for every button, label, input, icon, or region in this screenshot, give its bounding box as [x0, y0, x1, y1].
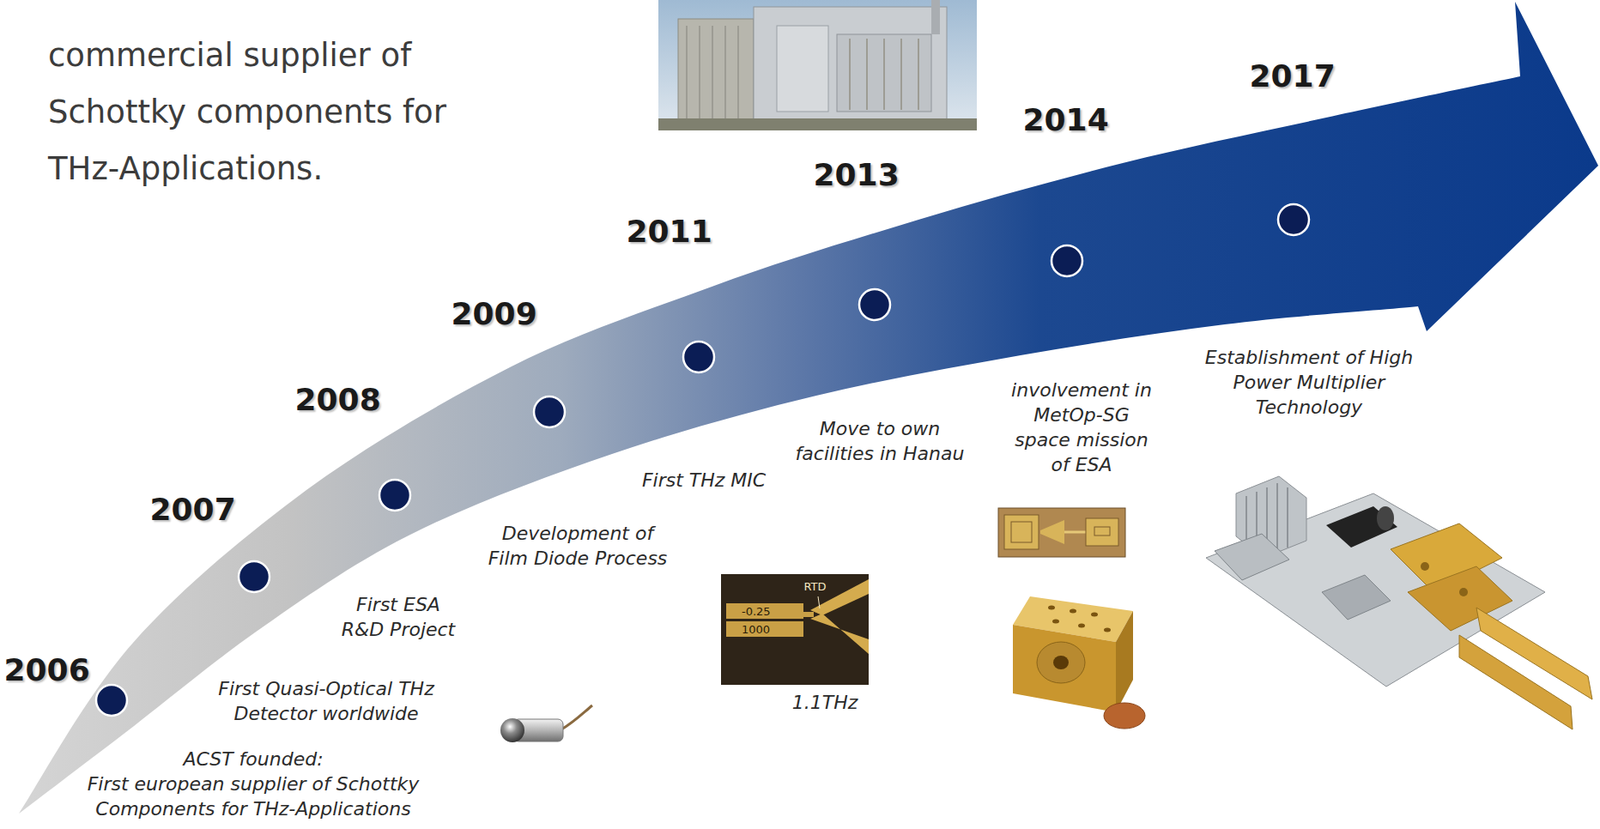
- block-front: [1012, 624, 1116, 713]
- milestone-dot: [859, 289, 891, 321]
- chip-pad-mark: [1094, 527, 1110, 536]
- photo-sky: [658, 0, 977, 131]
- milestone-text: involvement in MetOp-SG space mission of…: [1006, 377, 1158, 478]
- building-photo: [658, 0, 977, 131]
- milestone-text: Move to own facilities in Hanau: [786, 416, 975, 467]
- frequency-label: 1.1THz: [791, 690, 860, 716]
- gold-feed: [803, 612, 814, 618]
- year-label: 2011: [626, 213, 716, 250]
- block-hole: [1048, 606, 1055, 611]
- block-flange: [1036, 642, 1085, 684]
- building-pipe: [931, 0, 940, 35]
- building-annex: [678, 18, 754, 122]
- block-hole: [1052, 619, 1060, 625]
- chip-pad: [1085, 518, 1119, 546]
- chip-pad: [1004, 515, 1039, 550]
- milestone-dot: [1278, 204, 1310, 236]
- block-hole: [1078, 624, 1085, 629]
- block-port: [1053, 655, 1069, 670]
- intro-text: commercial supplier of Schottky componen…: [48, 27, 505, 198]
- milestone-text: Establishment of High Power Multiplier T…: [1198, 345, 1421, 420]
- year-label: 2014: [1023, 102, 1112, 139]
- milestone-text: First european supplier of Schottky Comp…: [69, 771, 438, 822]
- milestone-text: First THz MIC: [641, 467, 768, 493]
- chip-pad-mark: [1011, 521, 1032, 543]
- milestone-dots: [96, 204, 1310, 716]
- photo-marking: -0.25: [741, 605, 773, 619]
- coin: [1103, 703, 1146, 729]
- chip-substrate: [998, 508, 1126, 558]
- block-hole: [1069, 609, 1077, 614]
- module-screw: [1420, 562, 1430, 571]
- block-hole: [1090, 612, 1098, 618]
- cylinder-end: [1376, 506, 1394, 531]
- photo-ground: [658, 118, 977, 131]
- milestone-dot: [533, 396, 565, 428]
- year-label: 2008: [295, 381, 384, 419]
- chip-photo: [998, 508, 1126, 558]
- milestone-dot: [96, 684, 128, 716]
- chip-funnel: [1040, 520, 1065, 545]
- module-screw: [1459, 587, 1468, 597]
- chip-line: [1064, 531, 1086, 534]
- rtd-micrograph: [721, 574, 869, 685]
- milestone-dot: [1051, 245, 1083, 277]
- year-label: 2017: [1249, 58, 1339, 95]
- mixer-block-photo: [1012, 596, 1146, 729]
- milestone-text: Development of Film Diode Process: [482, 521, 673, 571]
- photo-marking: 1000: [741, 623, 773, 637]
- gold-strip: [726, 621, 804, 637]
- building-panel: [776, 25, 829, 112]
- milestone-dot: [238, 561, 270, 593]
- milestone-text: First ESA R&D Project: [336, 592, 461, 643]
- waveguide-prong: [1459, 635, 1573, 730]
- milestone-dot: [379, 479, 411, 511]
- building-ribs: [686, 25, 919, 121]
- year-label: 2013: [813, 157, 903, 194]
- milestone-dot: [683, 341, 715, 373]
- gold-strip: [726, 603, 804, 619]
- block-holes: [1048, 606, 1111, 633]
- block-hole: [1103, 628, 1111, 633]
- year-label: 2007: [150, 491, 239, 528]
- leader-line: [818, 596, 820, 609]
- module-bracket: [1321, 575, 1391, 620]
- year-label: 2009: [451, 296, 540, 333]
- detector-cable: [561, 705, 593, 730]
- micrograph-ground: [721, 574, 869, 685]
- year-label: 2006: [4, 652, 93, 689]
- milestone-text: First Quasi-Optical THz Detector worldwi…: [211, 676, 442, 727]
- module-box: [1214, 533, 1290, 581]
- photo-marking: RTD: [804, 580, 830, 594]
- module-cylinder: [1326, 506, 1398, 548]
- detector-lens: [500, 718, 525, 743]
- milestone-heading: ACST founded:: [181, 746, 325, 772]
- timeline-arrow: [18, 1, 1599, 814]
- multiplier-module-photo: [1206, 476, 1593, 730]
- detector-photo: [500, 705, 593, 743]
- gold-arm: [810, 613, 869, 655]
- block-side: [1115, 611, 1134, 713]
